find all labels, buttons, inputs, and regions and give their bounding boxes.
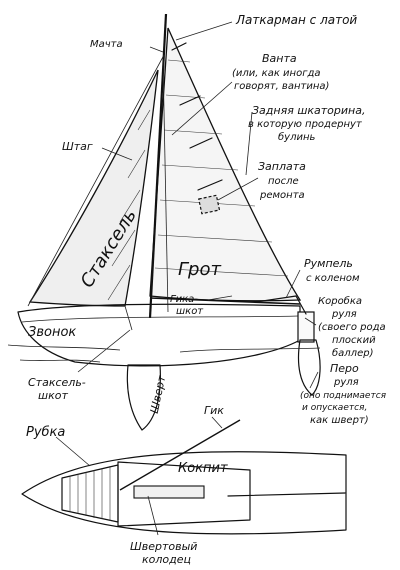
cockpit — [117, 461, 251, 527]
label-kolodec-2: колодец — [142, 553, 191, 566]
label-grot: Грот — [178, 259, 221, 280]
label-rubka: Рубка — [26, 425, 65, 440]
patch — [198, 194, 221, 215]
leader-lines — [55, 21, 319, 536]
label-korobka-5: баллер) — [332, 347, 373, 359]
label-rumpel-2: с коленом — [306, 273, 360, 284]
battens — [171, 42, 223, 191]
label-zaplata-1: Заплата — [258, 160, 306, 173]
boom — [149, 297, 301, 305]
label-kokpit: Кокпит — [178, 461, 228, 476]
label-zaplata-3: ремонта — [259, 190, 305, 201]
label-shtag: Штаг — [62, 140, 93, 153]
label-korobka-2: руля — [331, 309, 357, 320]
label-mast: Мачта — [90, 39, 123, 50]
label-shkatorina-3: булинь — [278, 131, 316, 143]
hull-side — [17, 303, 301, 367]
label-rumpel-1: Румпель — [304, 257, 353, 270]
hull-top — [21, 451, 347, 535]
rudder-box — [297, 311, 315, 343]
label-gika-2: шкот — [176, 306, 204, 317]
hull-sheer — [21, 315, 299, 323]
rudder-blade — [297, 339, 321, 396]
label-shvert: Шверт — [148, 374, 169, 415]
forestay — [27, 54, 165, 307]
jib-shading — [107, 109, 151, 301]
label-shkatorina-1: Задняя шкаторина, — [252, 104, 365, 117]
label-korobka-3: (своего рода — [318, 322, 386, 333]
label-vanta-3: говорят, вантина) — [234, 81, 329, 92]
label-pero-3: (оно поднимается — [300, 391, 387, 401]
shroud — [162, 59, 169, 313]
label-stakel-shkot-2: шкот — [38, 389, 68, 402]
label-gika-1: Гика- — [170, 294, 198, 305]
label-zaplata-2: после — [268, 176, 299, 187]
jib-sheet — [124, 305, 133, 331]
tiller — [255, 295, 307, 315]
centerboard-well — [133, 485, 205, 499]
label-latkarman: Латкарман с латой — [235, 13, 357, 27]
label-kolodec-1: Швертовый — [130, 540, 197, 553]
label-korobka-4: плоский — [332, 335, 376, 346]
label-vanta-1: Ванта — [262, 52, 297, 65]
cabin-hatching — [69, 466, 111, 521]
label-boat-name: Звонок — [28, 325, 76, 340]
label-stakel-shkot-1: Стаксель- — [28, 376, 86, 389]
mainsail-seams — [154, 59, 289, 277]
label-pero-4: и опускается, — [302, 403, 367, 413]
centerboard — [126, 364, 161, 431]
label-pero-1: Перо — [330, 362, 359, 375]
cabin — [61, 464, 119, 523]
waterline — [7, 344, 321, 363]
label-pero-2: руля — [333, 377, 359, 388]
label-vanta-2: (или, как иногда — [232, 68, 321, 79]
jib — [28, 69, 159, 307]
label-shkatorina-2: в которую продернут — [248, 119, 363, 130]
label-korobka-1: Коробка — [318, 295, 362, 307]
label-gik: Гик — [204, 404, 224, 417]
label-pero-5: как шверт) — [310, 415, 369, 426]
boom-top — [119, 419, 241, 491]
tiller-top — [227, 492, 346, 497]
